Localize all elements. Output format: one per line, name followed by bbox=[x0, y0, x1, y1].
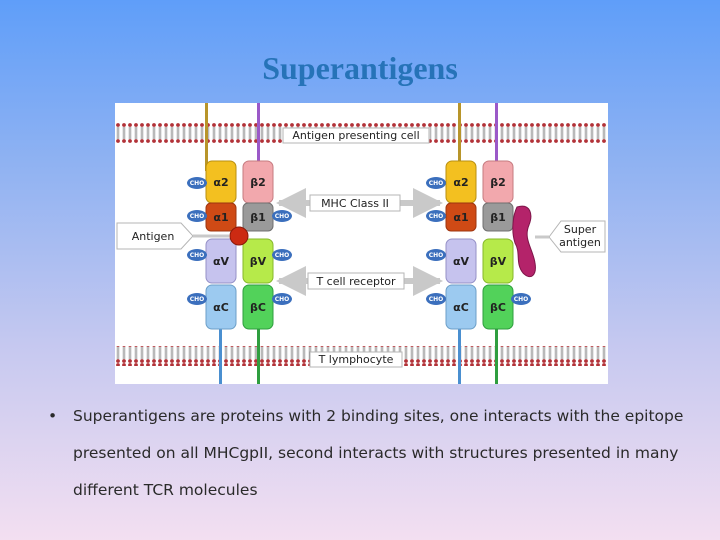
cho-group: CHO bbox=[187, 293, 207, 305]
cho-label: CHO bbox=[275, 213, 290, 220]
cho-group: CHO bbox=[187, 249, 207, 261]
cho-group: CHO bbox=[272, 249, 292, 261]
bc-stalk-left bbox=[257, 309, 260, 384]
antigen-peptide bbox=[229, 226, 249, 246]
cho-label: CHO bbox=[190, 296, 205, 303]
b2-stalk-right bbox=[495, 103, 498, 171]
mhc-label: MHC Class II bbox=[321, 197, 389, 210]
domain-a1-right bbox=[445, 202, 477, 232]
t-lymphocyte-label: T lymphocyte bbox=[318, 353, 394, 366]
cho-group: CHO bbox=[187, 210, 207, 222]
domain-ac-left-label: αC bbox=[213, 301, 229, 314]
superantigen-label-line2: antigen bbox=[559, 236, 601, 249]
domain-ac-right-label: αC bbox=[453, 301, 469, 314]
cho-label: CHO bbox=[190, 252, 205, 259]
domain-ac-left bbox=[205, 284, 237, 330]
bullet-list: • Superantigens are proteins with 2 bind… bbox=[48, 398, 688, 509]
domain-a2-left-label: α2 bbox=[213, 176, 228, 189]
domain-bv-right bbox=[482, 238, 514, 284]
cho-label: CHO bbox=[429, 180, 444, 187]
ac-stalk-right bbox=[458, 309, 461, 384]
superantigen-molecule bbox=[512, 205, 536, 278]
bullet-item: • Superantigens are proteins with 2 bind… bbox=[48, 398, 688, 509]
domain-av-right bbox=[445, 238, 477, 284]
cho-group: CHO bbox=[272, 210, 292, 222]
cho-label: CHO bbox=[429, 296, 444, 303]
cho-group: CHO bbox=[511, 293, 531, 305]
cho-label: CHO bbox=[190, 180, 205, 187]
t-lymphocyte-label-box bbox=[309, 351, 403, 368]
domain-a1-right-label: α1 bbox=[453, 211, 468, 224]
bullet-marker: • bbox=[48, 407, 58, 425]
domain-av-left-label: αV bbox=[213, 255, 230, 268]
b2-stalk-left bbox=[257, 103, 260, 171]
superantigen-pointer bbox=[548, 220, 606, 253]
mhc-label-box bbox=[309, 194, 401, 212]
bc-stalk-right bbox=[495, 309, 498, 384]
cho-group: CHO bbox=[426, 249, 446, 261]
domain-bc-left bbox=[242, 284, 274, 330]
cho-label: CHO bbox=[275, 296, 290, 303]
domain-b1-right-label: β1 bbox=[490, 211, 506, 224]
a2-stalk-left bbox=[205, 103, 208, 171]
bullet-text: Superantigens are proteins with 2 bindin… bbox=[73, 407, 684, 499]
antigen-label: Antigen bbox=[132, 230, 175, 243]
domain-a2-right-label: α2 bbox=[453, 176, 468, 189]
superantigen-label-line1: Super bbox=[564, 223, 597, 236]
cho-group: CHO bbox=[426, 210, 446, 222]
cho-label: CHO bbox=[429, 213, 444, 220]
slide-title: Superantigens bbox=[262, 50, 458, 86]
apc-label: Antigen presenting cell bbox=[292, 129, 419, 142]
domain-bv-right-label: βV bbox=[490, 255, 507, 268]
superantigen-diagram: α2 β2 α1 β1 αV βV αC βC α2 β2 α1 β1 αV β… bbox=[115, 103, 608, 384]
cho-group: CHO bbox=[426, 177, 446, 189]
apc-label-box bbox=[282, 127, 430, 144]
domain-b1-right bbox=[482, 202, 514, 232]
domain-av-left bbox=[205, 238, 237, 284]
tcr-label: T cell receptor bbox=[315, 275, 396, 288]
domain-ac-right bbox=[445, 284, 477, 330]
domain-bv-left-label: βV bbox=[250, 255, 267, 268]
domain-b2-right-label: β2 bbox=[490, 176, 506, 189]
cho-label: CHO bbox=[429, 252, 444, 259]
ac-stalk-left bbox=[219, 309, 222, 384]
domain-b1-left-label: β1 bbox=[250, 211, 266, 224]
a2-stalk-right bbox=[458, 103, 461, 171]
antigen-pointer bbox=[116, 222, 194, 250]
tcr-label-box bbox=[307, 272, 405, 290]
domain-bc-right bbox=[482, 284, 514, 330]
cho-label: CHO bbox=[275, 252, 290, 259]
domain-a1-left-label: α1 bbox=[213, 211, 228, 224]
domain-bc-left-label: βC bbox=[250, 301, 266, 314]
domain-b2-left-label: β2 bbox=[250, 176, 266, 189]
domain-bc-right-label: βC bbox=[490, 301, 506, 314]
domain-av-right-label: αV bbox=[453, 255, 470, 268]
cho-label: CHO bbox=[514, 296, 529, 303]
cho-group: CHO bbox=[272, 293, 292, 305]
cho-label: CHO bbox=[190, 213, 205, 220]
cho-group: CHO bbox=[426, 293, 446, 305]
domain-bv-left bbox=[242, 238, 274, 284]
cho-group: CHO bbox=[187, 177, 207, 189]
